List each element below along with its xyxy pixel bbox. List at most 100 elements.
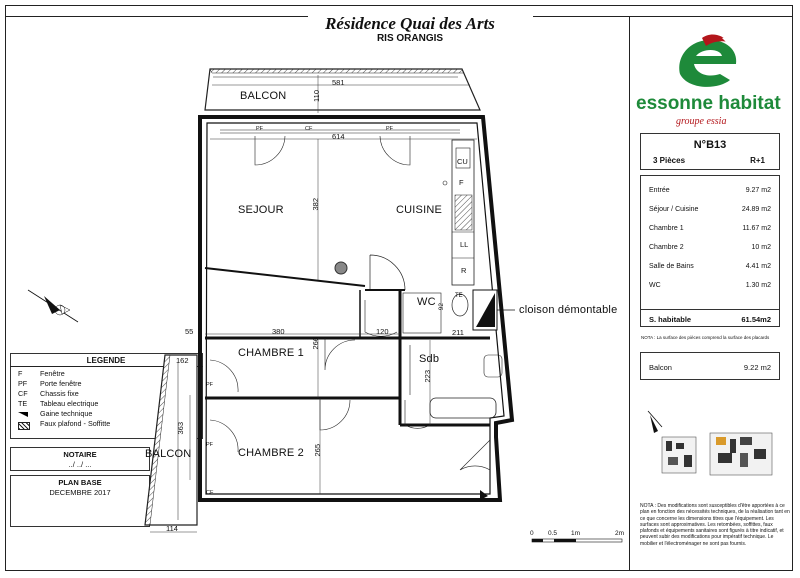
balcony-area-box: Balcon 9.22 m2	[640, 352, 780, 380]
header-rule-right	[533, 16, 793, 17]
residence-title: Résidence Quai des Arts	[325, 14, 495, 33]
fixture-ll: LL	[460, 240, 469, 249]
site-map-drawing	[647, 410, 773, 476]
legend-row: F Fenêtre	[18, 369, 65, 378]
area-row-value: 9.27 m2	[745, 187, 771, 194]
scale-1m: 1m	[571, 530, 581, 537]
room-sdb: Sdb	[419, 353, 440, 365]
dim-265: 265	[313, 444, 322, 457]
dim-382: 382	[311, 198, 320, 211]
room-wc: WC	[417, 296, 436, 308]
dim-120: 120	[376, 327, 389, 336]
room-chambre2: CHAMBRE 2	[238, 447, 304, 459]
legend-label: Fenêtre	[40, 369, 65, 378]
legend-label: Tableau electrique	[40, 399, 99, 408]
dim-110: 110	[312, 90, 321, 102]
room-sejour: SEJOUR	[238, 204, 284, 216]
sink-icon	[483, 354, 503, 378]
unit-type: 3 Pièces	[653, 156, 686, 165]
essonne-habitat-logo	[679, 34, 737, 87]
nota-text: NOTA : Des modifications sont susceptibl…	[640, 503, 790, 547]
dim-266: 266	[311, 337, 320, 350]
room-balcon-left: BALCON	[145, 448, 192, 460]
dim-614: 614	[332, 132, 345, 141]
window-pf-sejour: PF	[256, 126, 264, 132]
window-cf-sejour: CF	[305, 126, 313, 132]
window-cf-chambre2: CF	[206, 490, 214, 496]
area-row-value: 1.30 m2	[745, 282, 771, 289]
scale-05: 0.5	[548, 530, 558, 537]
legend-key: F	[18, 369, 23, 378]
legend-row: Faux plafond - Soffitte	[18, 419, 110, 428]
scale-2m: 2m	[615, 530, 625, 537]
toilet-icon	[451, 293, 469, 317]
area-row-value: 4.41 m2	[745, 263, 771, 270]
dim-363: 363	[176, 422, 185, 435]
room-cuisine: CUISINE	[396, 204, 443, 216]
area-row-name: WC	[649, 282, 661, 289]
scale-0: 0	[530, 530, 534, 537]
area-row-name: Chambre 1	[649, 225, 684, 232]
faux-plafond-swatch	[18, 422, 30, 430]
north-arrow-icon	[27, 289, 79, 323]
legend-key: PF	[18, 379, 28, 388]
area-row-name: Séjour / Cuisine	[649, 206, 699, 213]
unit-number: N°B13	[693, 139, 727, 151]
fixture-te: TE	[455, 293, 463, 299]
exterior-wall	[198, 115, 515, 502]
fixture-cu: CU	[457, 157, 468, 166]
total-label: S. habitable	[649, 315, 692, 324]
legend-label: Faux plafond - Soffitte	[40, 419, 111, 428]
total-value: 61.54m2	[741, 315, 771, 324]
plan-base-title: PLAN BASE	[58, 478, 102, 487]
city-subtitle: RIS ORANGIS	[376, 33, 444, 44]
legend-row: PF Porte fenêtre	[18, 379, 82, 388]
sheet-frame	[5, 5, 793, 571]
gaine-technique-swatch	[18, 412, 28, 417]
dim-211: 211	[452, 328, 464, 337]
area-row-name: Salle de Bains	[649, 263, 694, 270]
legend-label: Gaine technique	[40, 409, 93, 418]
window-pf-chambre2: PF	[206, 442, 214, 448]
fixture-r: R	[461, 266, 467, 275]
dim-55: 55	[185, 327, 194, 336]
sidebar-divider	[629, 16, 630, 571]
total-note: NOTA : La surface des pièces comprend la…	[641, 335, 770, 340]
legend-row: CF Chassis fixe	[18, 389, 79, 398]
dim-92: 92	[438, 303, 445, 311]
legend-key: CF	[18, 389, 28, 398]
site-map	[640, 393, 780, 485]
notaire-value: ../ ../ ...	[68, 460, 92, 469]
dimension-lines	[150, 75, 477, 533]
balcony-value: 9.22 m2	[743, 363, 771, 372]
plan-base-box: PLAN BASE DECEMBRE 2017	[10, 475, 150, 527]
plan-base-value: DECEMBRE 2017	[49, 488, 111, 497]
area-row-name: Chambre 2	[649, 244, 684, 251]
notaire-title: NOTAIRE	[63, 450, 97, 459]
unit-box: N°B13 3 Pièces R+1	[640, 133, 780, 170]
notaire-box: NOTAIRE ../ ../ ...	[10, 447, 150, 471]
legend-row: TE Tableau electrique	[18, 399, 98, 408]
dim-114: 114	[166, 524, 178, 533]
area-row-value: 24.89 m2	[741, 206, 771, 213]
balcony-top-soffit	[209, 68, 465, 74]
legend-key: TE	[18, 399, 28, 408]
legend-rule	[10, 366, 203, 367]
room-chambre1: CHAMBRE 1	[238, 347, 304, 359]
scale-bar	[531, 538, 623, 543]
gaine-technique-icon	[476, 293, 495, 327]
brand-tagline: groupe essia	[676, 116, 727, 127]
area-row-value: 10 m2	[751, 244, 771, 251]
legend-label: Porte fenêtre	[40, 379, 82, 388]
dim-380: 380	[272, 327, 285, 336]
brand-name: essonne habitat	[636, 93, 781, 114]
area-total-rule	[641, 309, 779, 310]
legend-label: Chassis fixe	[40, 389, 79, 398]
dim-223: 223	[423, 370, 432, 383]
fixture-f: F	[459, 178, 464, 187]
area-row-value: 11.67 m2	[742, 225, 771, 232]
entry-arrow-icon	[480, 490, 488, 500]
legend-title: LEGENDE	[86, 356, 126, 365]
